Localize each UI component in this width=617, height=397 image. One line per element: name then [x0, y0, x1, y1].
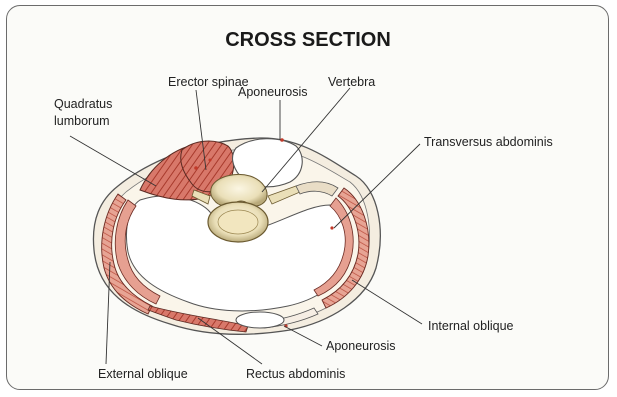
label-aponeurosis-bottom: Aponeurosis [326, 339, 396, 353]
label-quadratus-lumborum-2: lumborum [54, 114, 110, 128]
label-transversus-abdominis: Transversus abdominis [424, 135, 553, 149]
aponeurosis-front-lens [236, 312, 284, 328]
diagram-title: CROSS SECTION [225, 29, 391, 51]
leader-internal-oblique [352, 280, 422, 324]
label-rectus-abdominis: Rectus abdominis [246, 367, 345, 381]
label-erector-spinae: Erector spinae [168, 75, 249, 89]
label-external-oblique: External oblique [98, 367, 188, 381]
leader-quadratus-lumborum [70, 136, 156, 186]
label-internal-oblique: Internal oblique [428, 319, 514, 333]
label-aponeurosis-top: Aponeurosis [238, 85, 308, 99]
label-quadratus-lumborum-1: Quadratus [54, 97, 112, 111]
label-vertebra: Vertebra [328, 75, 375, 89]
leader-aponeurosis-bottom [284, 326, 322, 346]
